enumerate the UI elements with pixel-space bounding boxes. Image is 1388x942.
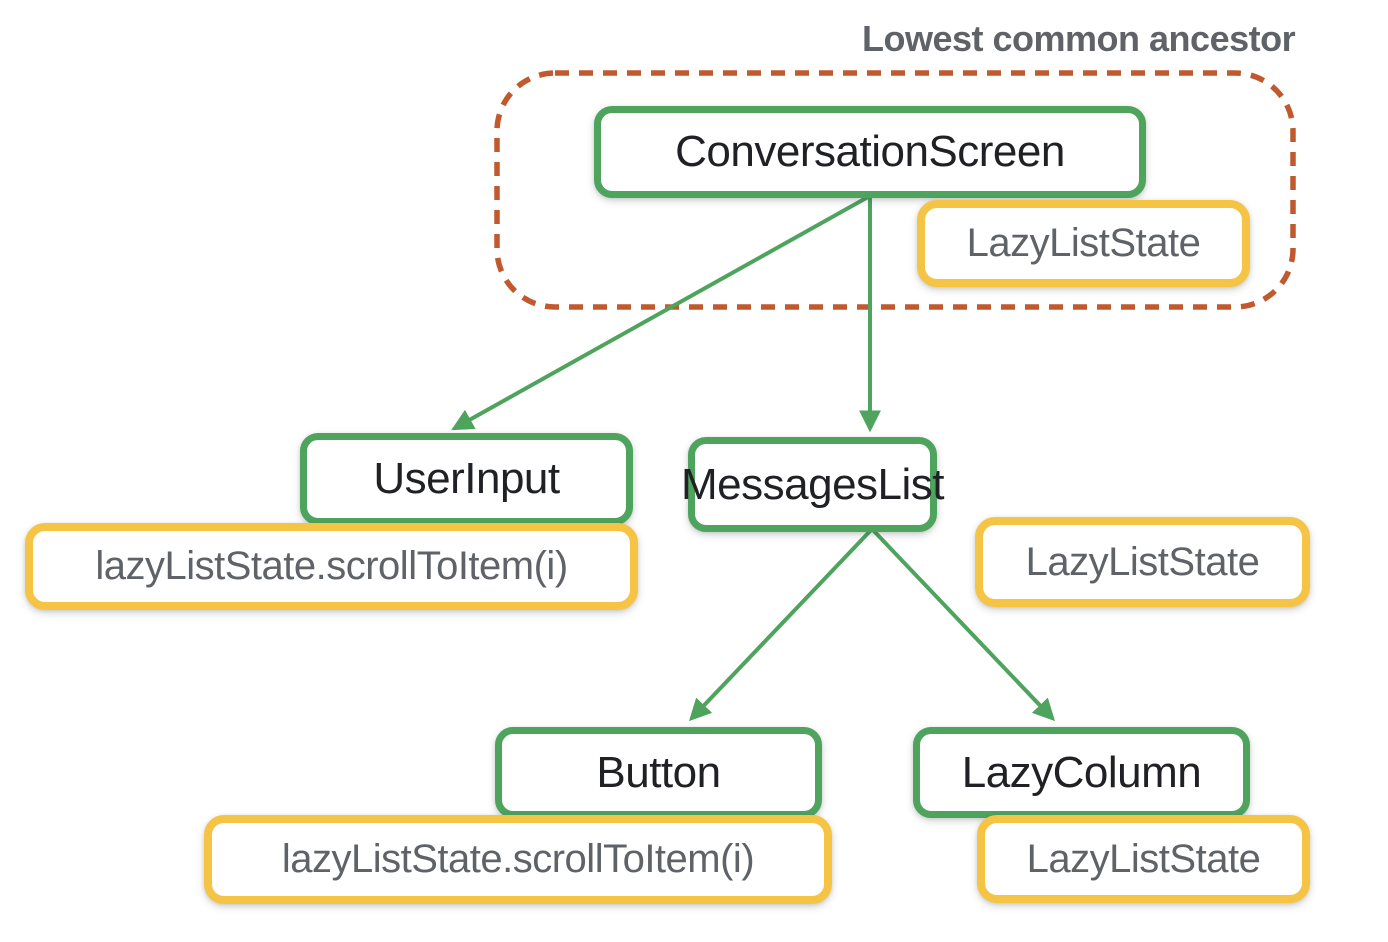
edge-messageslist-to-lazycolumn [870, 527, 1056, 722]
state-badge-lazyliststate-messageslist: LazyListState [975, 517, 1310, 607]
node-messageslist: MessagesList [681, 437, 945, 532]
edge-messageslist-to-button [688, 527, 874, 722]
node-button: Button [495, 727, 822, 818]
edge-conversationscreen-to-userinput [451, 195, 869, 431]
diagram-title: Lowest common ancestor [862, 18, 1296, 59]
state-badge-lazyliststate-hoisted: LazyListState [917, 200, 1250, 287]
state-badge-lazyliststate-lazycolumn: LazyListState [977, 815, 1310, 903]
state-badge-scrolltoitem-button: lazyListState.scrollToItem(i) [204, 815, 832, 904]
lowest-common-ancestor-region [494, 70, 1296, 310]
node-userinput: UserInput [300, 433, 633, 525]
node-conversationscreen: ConversationScreen [594, 106, 1146, 198]
state-badge-scrolltoitem-userinput: lazyListState.scrollToItem(i) [25, 523, 638, 610]
node-lazycolumn: LazyColumn [913, 727, 1250, 818]
